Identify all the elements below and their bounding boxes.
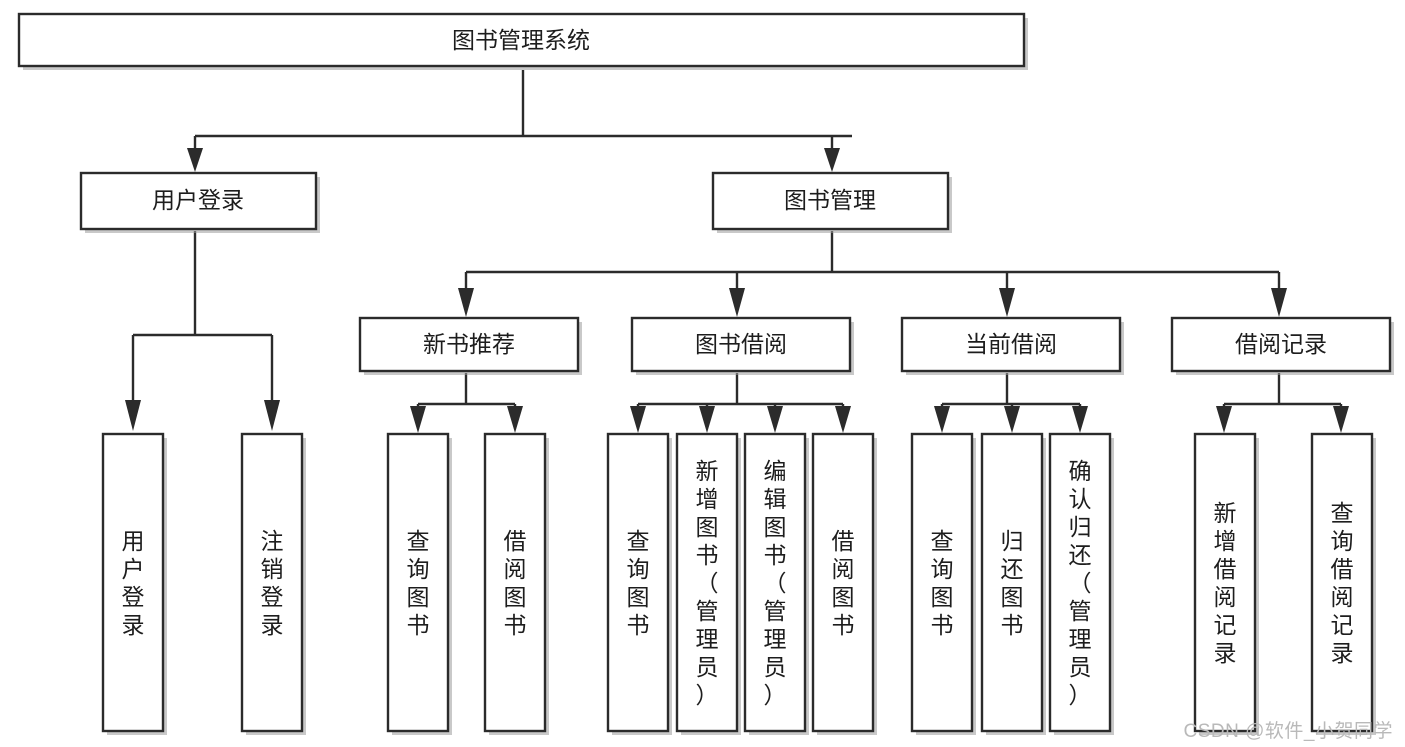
arrowhead-bookmanage bbox=[824, 148, 840, 172]
leaf-logout-box bbox=[240, 432, 304, 733]
node-current-borrow-label: 当前借阅 bbox=[965, 331, 1057, 357]
arrowhead-leaf-query-book-2 bbox=[630, 406, 646, 433]
leaf-user-login-box bbox=[101, 432, 165, 733]
arrowhead-leaf-borrow-book-2 bbox=[835, 406, 851, 433]
node-borrow-record-box bbox=[1170, 316, 1392, 373]
leaf-return-book-label: 归还图书 bbox=[1001, 528, 1024, 638]
node-current-borrow-box bbox=[900, 316, 1122, 373]
leaf-logout-label: 注销登录 bbox=[261, 528, 284, 638]
leaf-edit-book-label: 编辑图书（管理员） bbox=[764, 458, 787, 708]
node-leaf-logout[interactable]: 注销登录 bbox=[240, 432, 306, 735]
leaf-query-book-2-label: 查询图书 bbox=[627, 528, 650, 638]
leaf-add-book-box bbox=[675, 432, 739, 733]
leaf-borrow-book-2-label: 借阅图书 bbox=[832, 528, 855, 638]
arrowhead-bookborrow bbox=[729, 288, 745, 317]
leaf-add-record-label: 新增借阅记录 bbox=[1214, 500, 1237, 666]
node-leaf-query-book-2[interactable]: 查询图书 bbox=[606, 432, 672, 735]
node-leaf-query-record[interactable]: 查询借阅记录 bbox=[1310, 432, 1376, 735]
leaf-borrow-book-1-box bbox=[483, 432, 547, 733]
leaf-borrow-book-1-label: 借阅图书 bbox=[504, 528, 527, 638]
node-leaf-borrow-book-1[interactable]: 借阅图书 bbox=[483, 432, 549, 735]
arrowhead-leaf-edit-book bbox=[767, 406, 783, 433]
node-user-login-label: 用户登录 bbox=[152, 187, 244, 213]
node-leaf-borrow-book-2[interactable]: 借阅图书 bbox=[811, 432, 877, 735]
node-book-borrow[interactable]: 图书借阅 bbox=[630, 316, 854, 375]
leaf-query-book-2-box bbox=[606, 432, 670, 733]
leaf-add-book-label: 新增图书（管理员） bbox=[696, 458, 719, 708]
node-root[interactable]: 图书管理系统 bbox=[17, 12, 1028, 70]
arrowhead-borrowrecord bbox=[1271, 288, 1287, 317]
leaf-borrow-book-2-box bbox=[811, 432, 875, 733]
leaf-add-record-box bbox=[1193, 432, 1257, 733]
leaf-query-book-1-label: 查询图书 bbox=[407, 528, 430, 638]
node-book-manage[interactable]: 图书管理 bbox=[711, 171, 952, 233]
node-borrow-record[interactable]: 借阅记录 bbox=[1170, 316, 1394, 375]
node-leaf-add-record[interactable]: 新增借阅记录 bbox=[1193, 432, 1259, 735]
csdn-watermark: CSDN @软件_小贺同学 bbox=[1183, 721, 1393, 742]
arrowhead-leaf-return-book bbox=[1004, 406, 1020, 433]
node-new-book-rec-box bbox=[358, 316, 580, 373]
node-leaf-edit-book[interactable]: 编辑图书（管理员） bbox=[743, 432, 809, 735]
node-book-manage-label: 图书管理 bbox=[784, 187, 876, 213]
node-current-borrow[interactable]: 当前借阅 bbox=[900, 316, 1124, 375]
arrowhead-leaf-query-record bbox=[1333, 406, 1349, 433]
node-new-book-rec[interactable]: 新书推荐 bbox=[358, 316, 582, 375]
leaf-query-record-label: 查询借阅记录 bbox=[1331, 500, 1354, 666]
node-new-book-rec-label: 新书推荐 bbox=[423, 331, 515, 357]
leaf-confirm-return-label: 确认归还（管理员） bbox=[1069, 458, 1092, 708]
arrowhead-leaf-query-book-1 bbox=[410, 406, 426, 433]
node-leaf-return-book[interactable]: 归还图书 bbox=[980, 432, 1046, 735]
node-root-box bbox=[17, 12, 1026, 68]
node-user-login-box bbox=[79, 171, 318, 231]
node-leaf-query-book-3[interactable]: 查询图书 bbox=[910, 432, 976, 735]
node-leaf-add-book[interactable]: 新增图书（管理员） bbox=[675, 432, 741, 735]
leaf-edit-book-box bbox=[743, 432, 807, 733]
node-book-borrow-box bbox=[630, 316, 852, 373]
arrowhead-leaf-user-login bbox=[125, 400, 141, 431]
arrowhead-currentborrow bbox=[999, 288, 1015, 317]
arrowhead-newbook bbox=[458, 288, 474, 317]
arrowhead-leaf-logout bbox=[264, 400, 280, 431]
leaf-confirm-return-box bbox=[1048, 432, 1112, 733]
node-leaf-query-book-1[interactable]: 查询图书 bbox=[386, 432, 452, 735]
leaf-query-book-1-box bbox=[386, 432, 450, 733]
node-leaf-user-login[interactable]: 用户登录 bbox=[101, 432, 167, 735]
node-book-manage-box bbox=[711, 171, 950, 231]
leaf-user-login-label: 用户登录 bbox=[122, 528, 145, 638]
node-borrow-record-label: 借阅记录 bbox=[1235, 331, 1327, 357]
leaf-return-book-box bbox=[980, 432, 1044, 733]
leaf-query-book-3-label: 查询图书 bbox=[931, 528, 954, 638]
arrowhead-leaf-query-book-3 bbox=[934, 406, 950, 433]
arrowhead-userlogin bbox=[187, 148, 203, 172]
node-book-borrow-label: 图书借阅 bbox=[695, 331, 787, 357]
leaf-query-record-box bbox=[1310, 432, 1374, 733]
arrowhead-leaf-add-book bbox=[699, 406, 715, 433]
node-root-label: 图书管理系统 bbox=[452, 27, 590, 53]
connector-layer bbox=[125, 70, 1349, 433]
leaf-query-book-3-box bbox=[910, 432, 974, 733]
node-user-login[interactable]: 用户登录 bbox=[79, 171, 320, 233]
arrowhead-leaf-add-record bbox=[1216, 406, 1232, 433]
node-leaf-confirm-return[interactable]: 确认归还（管理员） bbox=[1048, 432, 1114, 735]
arrowhead-leaf-borrow-book-1 bbox=[507, 406, 523, 433]
arrowhead-leaf-confirm-return bbox=[1072, 406, 1088, 433]
